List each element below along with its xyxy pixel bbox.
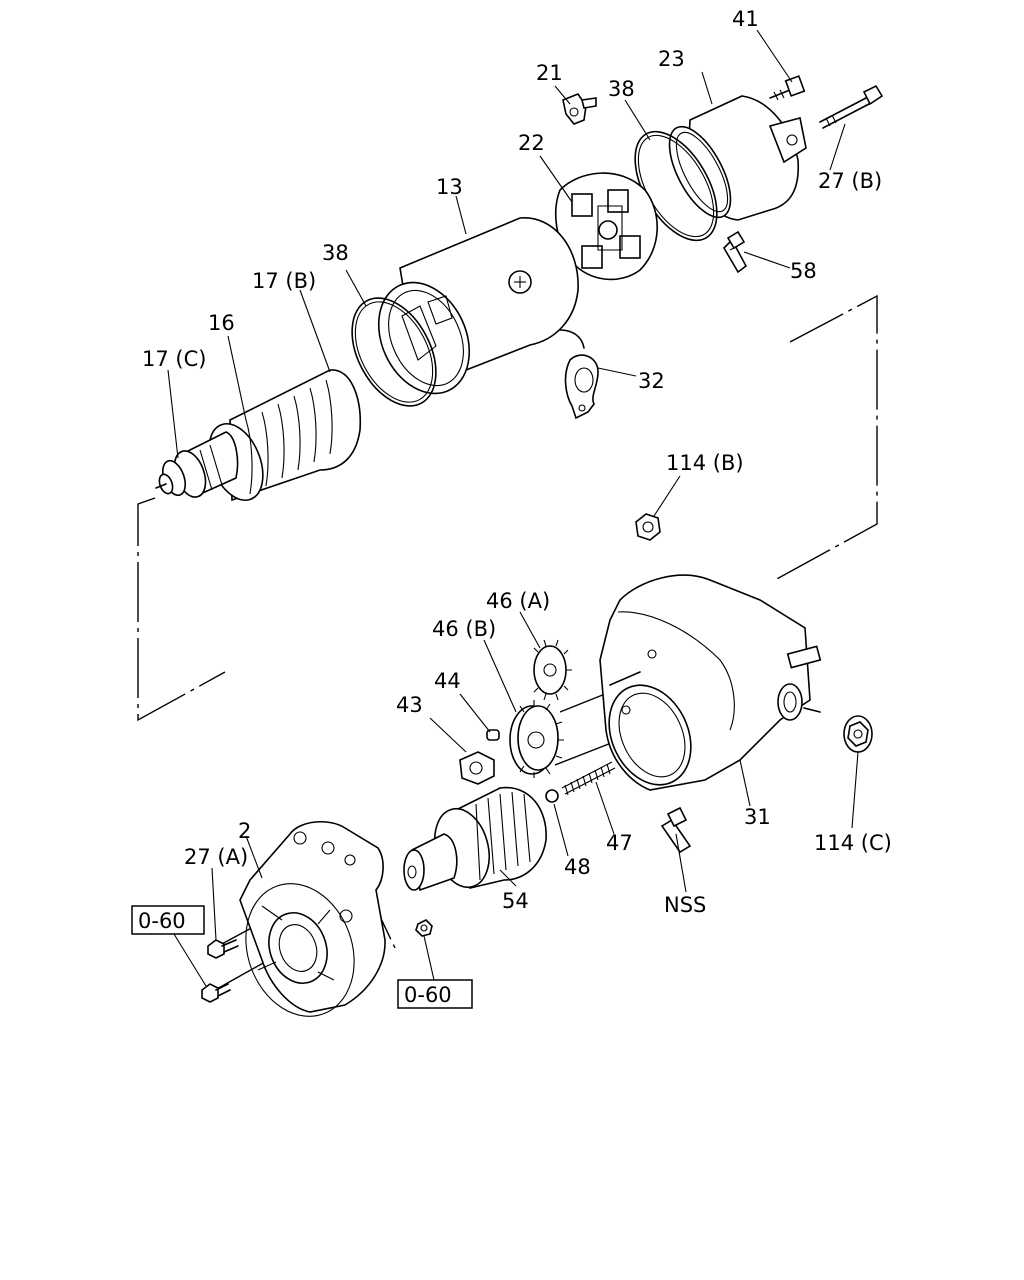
- ball-48: [545, 789, 559, 803]
- through-bolt-27b: [819, 84, 884, 129]
- rear-cover-23: [668, 95, 807, 221]
- label-13: 13: [436, 175, 463, 199]
- label-44: 44: [434, 669, 461, 693]
- label-2: 2: [238, 819, 251, 843]
- label-17c: 17 (C): [142, 347, 206, 371]
- label-48: 48: [564, 855, 591, 879]
- bolt-27a-upper: [207, 939, 239, 959]
- label-41: 41: [732, 7, 759, 31]
- drive-housing-31: [599, 574, 822, 791]
- reference-box-1: 0-60: [131, 905, 205, 935]
- label-54: 54: [502, 889, 529, 913]
- label-22: 22: [518, 131, 545, 155]
- label-23: 23: [658, 47, 685, 71]
- nut-114c: [843, 715, 873, 753]
- label-46a: 46 (A): [486, 589, 550, 613]
- label-16: 16: [208, 311, 235, 335]
- label-46b: 46 (B): [432, 617, 496, 641]
- label-38-lower: 38: [322, 241, 349, 265]
- label-58: 58: [790, 259, 817, 283]
- leader-lines: [167, 29, 859, 987]
- label-38-upper: 38: [608, 77, 635, 101]
- gear-46a: [533, 639, 572, 701]
- nut-small: [415, 919, 433, 937]
- reference-label-1: 0-60: [138, 909, 186, 933]
- spring-47: [561, 761, 616, 796]
- grommet-32: [564, 354, 599, 420]
- retainer-43: [459, 751, 495, 785]
- label-27a: 27 (A): [184, 845, 248, 869]
- brush-holder-22: [554, 172, 658, 281]
- pinion-clutch-54: [403, 786, 547, 892]
- o-ring-38-lower: [351, 297, 437, 407]
- armature-16: [155, 369, 362, 502]
- bolt-58: [722, 230, 748, 274]
- gear-46b: [509, 700, 564, 778]
- label-17b: 17 (B): [252, 269, 316, 293]
- bolt-nss: [660, 806, 692, 854]
- bolt-27a-lower: [201, 983, 231, 1003]
- part-labels: 41 23 21 38 22 27 (B) 13 58 38 17 (B) 16…: [142, 7, 892, 917]
- yoke-13: [377, 217, 585, 395]
- label-114c: 114 (C): [814, 831, 892, 855]
- front-bracket-2: [239, 820, 386, 1017]
- label-27b: 27 (B): [818, 169, 882, 193]
- terminal-21: [562, 93, 597, 125]
- label-43: 43: [396, 693, 423, 717]
- label-21: 21: [536, 61, 563, 85]
- label-47: 47: [606, 831, 633, 855]
- reference-box-2: 0-60: [397, 979, 473, 1009]
- label-31: 31: [744, 805, 771, 829]
- pin-44: [486, 729, 500, 741]
- reference-label-2: 0-60: [404, 983, 452, 1007]
- label-nss: NSS: [664, 893, 706, 917]
- nut-114b: [635, 513, 661, 541]
- screw-41: [769, 75, 806, 101]
- label-32: 32: [638, 369, 665, 393]
- label-114b: 114 (B): [666, 451, 744, 475]
